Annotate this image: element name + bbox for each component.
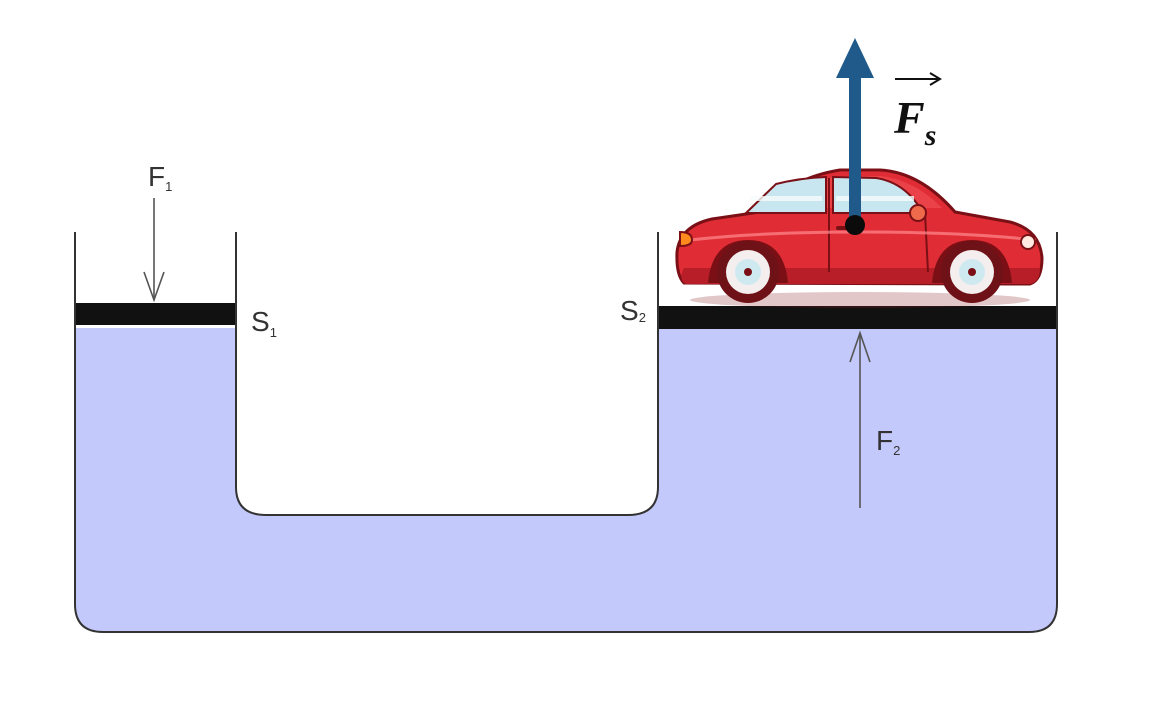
- vessel-outline: [74, 232, 1058, 633]
- large-piston: [659, 306, 1056, 329]
- force-fs-arrow: [836, 38, 874, 235]
- car-wheel-rear: [717, 241, 779, 303]
- force-f1-arrow: [143, 198, 165, 303]
- fs-label: Fs: [893, 92, 936, 152]
- f1-label: F1: [148, 161, 172, 194]
- s1-label: S1: [251, 306, 277, 340]
- force-f2-arrow: [849, 330, 871, 508]
- car-icon: [675, 168, 1044, 308]
- small-piston: [76, 303, 235, 325]
- f2-label: F2: [876, 425, 900, 458]
- vessel-inner-wall: [235, 232, 659, 516]
- fs-vector-label: Fs: [893, 72, 942, 152]
- s2-label: S2: [620, 295, 646, 326]
- fluid: [75, 328, 1057, 632]
- car-wheel-front: [941, 241, 1003, 303]
